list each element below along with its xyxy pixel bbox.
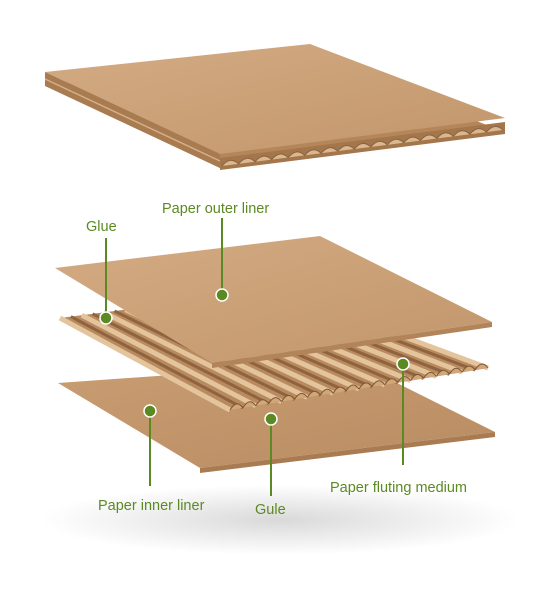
assembled-flute-arch — [469, 128, 487, 135]
flute-front-arch — [435, 369, 450, 377]
label-fluting-medium: Paper fluting medium — [330, 480, 467, 496]
flute-ridge — [80, 312, 257, 409]
label-outer-liner: Paper outer liner — [162, 201, 269, 217]
ground-shadow — [40, 485, 520, 555]
flute-front-arch — [255, 399, 270, 407]
flute-ridge — [58, 315, 232, 413]
label-inner-liner: Paper inner liner — [98, 498, 205, 514]
flute-front-arch — [268, 397, 283, 404]
flute-front-arch — [410, 374, 424, 381]
flute-front-arch — [242, 401, 257, 409]
label-glue-top: Glue — [86, 219, 117, 235]
flute-front-arch — [384, 378, 399, 386]
assembled-flute-arch — [436, 132, 454, 139]
flute-front-arch — [281, 395, 295, 402]
assembled-left-edge-line — [44, 78, 221, 162]
flute-front-arch — [294, 392, 308, 400]
label-glue-bottom: Gule — [255, 502, 286, 518]
assembled-board — [44, 44, 505, 170]
assembled-flute-arch — [221, 159, 239, 167]
callout-fluting-medium — [396, 357, 410, 465]
flute-front-arch — [229, 403, 244, 411]
outer-liner-sheet — [55, 236, 492, 363]
assembled-flute-arch — [453, 130, 471, 137]
flute-front-arch — [448, 367, 463, 375]
flute-front-arch — [397, 376, 412, 383]
flute-front-arch — [474, 363, 489, 371]
assembled-flute-arch — [370, 140, 388, 148]
flute-front-arch — [345, 384, 360, 392]
flute-ridge — [92, 312, 270, 406]
callout-outer-liner — [215, 218, 229, 302]
flute-front-arch — [371, 380, 386, 388]
inner-liner-edge — [200, 432, 495, 473]
assembled-flute-arch — [353, 143, 372, 150]
flute-front-arch — [319, 388, 334, 396]
assembled-flute-arch — [271, 153, 289, 160]
flute-front-arch — [358, 382, 373, 390]
flute-front-arch — [332, 386, 347, 394]
assembled-flute-arch — [419, 134, 438, 141]
assembled-flute-arch — [386, 138, 405, 146]
assembled-flute-arch — [254, 155, 272, 163]
flute-front-arch — [306, 390, 321, 398]
flute-front-arch — [461, 365, 476, 373]
assembled-flute-arch — [304, 149, 322, 156]
flute-ridge — [70, 315, 244, 410]
inner-liner-sheet — [58, 362, 495, 468]
assembled-flute-arch — [337, 145, 355, 152]
assembled-flute-arch — [486, 126, 504, 133]
assembled-flute-arch — [287, 151, 305, 158]
callout-glue-bottom — [264, 412, 278, 496]
assembled-flute-arch — [320, 147, 339, 154]
assembled-flute-arch — [238, 157, 256, 165]
callout-inner-liner — [143, 404, 157, 486]
assembled-flute-waves — [221, 126, 504, 167]
assembled-top-liner — [45, 44, 505, 154]
fluting-front-waves — [229, 363, 489, 411]
flute-front-arch — [423, 371, 437, 379]
flute-ridge — [102, 310, 283, 404]
outer-liner-edge — [212, 322, 492, 368]
assembled-flute-arch — [403, 136, 421, 144]
callout-glue-top — [99, 238, 113, 325]
